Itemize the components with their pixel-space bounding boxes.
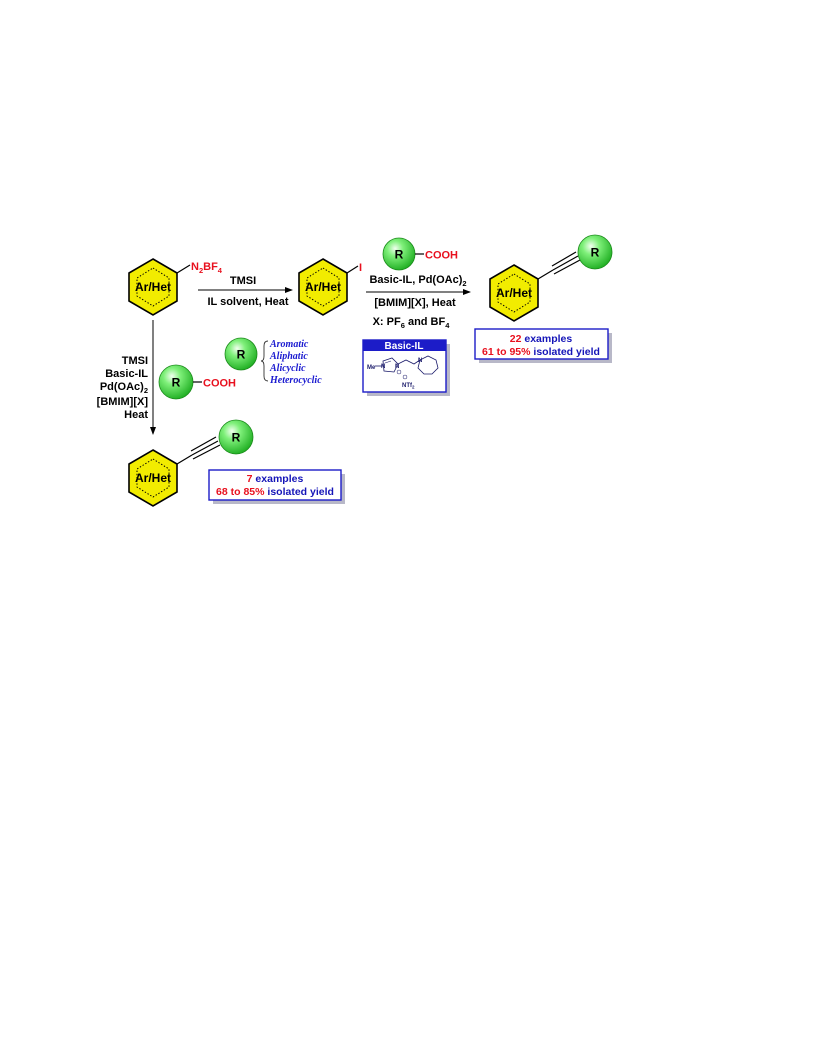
ring-label: Ar/Het bbox=[135, 471, 171, 485]
down-line1: TMSI bbox=[122, 355, 148, 367]
r-sphere bbox=[577, 234, 613, 270]
carboxyl-group: COOH bbox=[425, 250, 458, 262]
r-type-aliphatic: Aliphatic bbox=[269, 351, 308, 362]
r-type-alicyclic: Alicyclic bbox=[269, 363, 306, 374]
r-sphere-label: R bbox=[395, 248, 404, 262]
step1-arrow: TMSI IL solvent, Heat bbox=[198, 275, 293, 308]
r-type-heterocyclic: Heterocyclic bbox=[269, 375, 322, 386]
down-line5: Heat bbox=[124, 409, 148, 421]
n-label-3: N bbox=[418, 358, 422, 364]
r-sphere-label: R bbox=[232, 431, 241, 445]
r-type-legend: R Aromatic Aliphatic Alicyclic Heterocyc… bbox=[224, 337, 322, 386]
anion-label: NTf2 bbox=[402, 383, 415, 390]
ring-label: Ar/Het bbox=[305, 280, 341, 294]
r-sphere-label: R bbox=[237, 348, 246, 362]
step2-line2: [BMIM][X], Heat bbox=[374, 297, 456, 309]
r-type-aromatic: Aromatic bbox=[269, 339, 309, 350]
start-aryl-diazonium: Ar/Het N2BF4 bbox=[128, 258, 223, 316]
step2-line1: Basic-IL, Pd(OAc)2 bbox=[369, 274, 466, 288]
acid-reagent-top: R COOH bbox=[382, 237, 458, 271]
product-bottom-alkyne: Ar/Het R bbox=[128, 419, 254, 507]
basic-il-header bbox=[363, 340, 446, 351]
basic-il-title: Basic-IL bbox=[385, 341, 424, 352]
bottom-examples: 7 examples bbox=[247, 473, 304, 485]
top-examples: 22 examples bbox=[510, 333, 573, 345]
bottom-yield-box: 7 examples 68 to 85% isolated yield bbox=[208, 469, 345, 504]
down-line2: Basic-IL bbox=[105, 368, 148, 380]
iodide-substituent: I bbox=[359, 262, 362, 274]
down-line3: Pd(OAc)2 bbox=[100, 381, 148, 395]
bottom-yield: 68 to 85% isolated yield bbox=[216, 486, 334, 498]
top-yield-box: 22 examples 61 to 95% isolated yield bbox=[474, 328, 612, 363]
diazonium-substituent: N2BF4 bbox=[191, 261, 223, 275]
top-yield: 61 to 95% isolated yield bbox=[482, 346, 600, 358]
n-label-1: N bbox=[381, 364, 385, 370]
step-down-arrow: TMSI Basic-IL Pd(OAc)2 [BMIM][X] Heat bbox=[97, 320, 156, 435]
step2-arrow: Basic-IL, Pd(OAc)2 [BMIM][X], Heat X: PF… bbox=[366, 274, 471, 330]
ring-label: Ar/Het bbox=[496, 286, 532, 300]
n-label-2: N bbox=[395, 364, 399, 370]
step2-line3: X: PF6 and BF4 bbox=[373, 316, 451, 330]
intermediate-aryl-iodide: Ar/Het I bbox=[298, 258, 362, 316]
ring-label: Ar/Het bbox=[135, 280, 171, 294]
r-sphere-label: R bbox=[591, 246, 600, 260]
basic-il-box: Basic-IL Me N N N NTf2 bbox=[362, 339, 450, 396]
r-sphere bbox=[218, 419, 254, 455]
r-sphere-label: R bbox=[172, 376, 181, 390]
product-top-alkyne: Ar/Het R bbox=[489, 234, 613, 322]
methyl-label: Me bbox=[367, 365, 376, 371]
step1-reagent: TMSI bbox=[230, 275, 256, 287]
carboxyl-group: COOH bbox=[203, 378, 236, 390]
down-line4: [BMIM][X] bbox=[97, 396, 149, 408]
acid-reagent-middle: R COOH bbox=[158, 364, 236, 400]
step1-conditions: IL solvent, Heat bbox=[207, 296, 288, 308]
r-sphere bbox=[224, 337, 258, 371]
